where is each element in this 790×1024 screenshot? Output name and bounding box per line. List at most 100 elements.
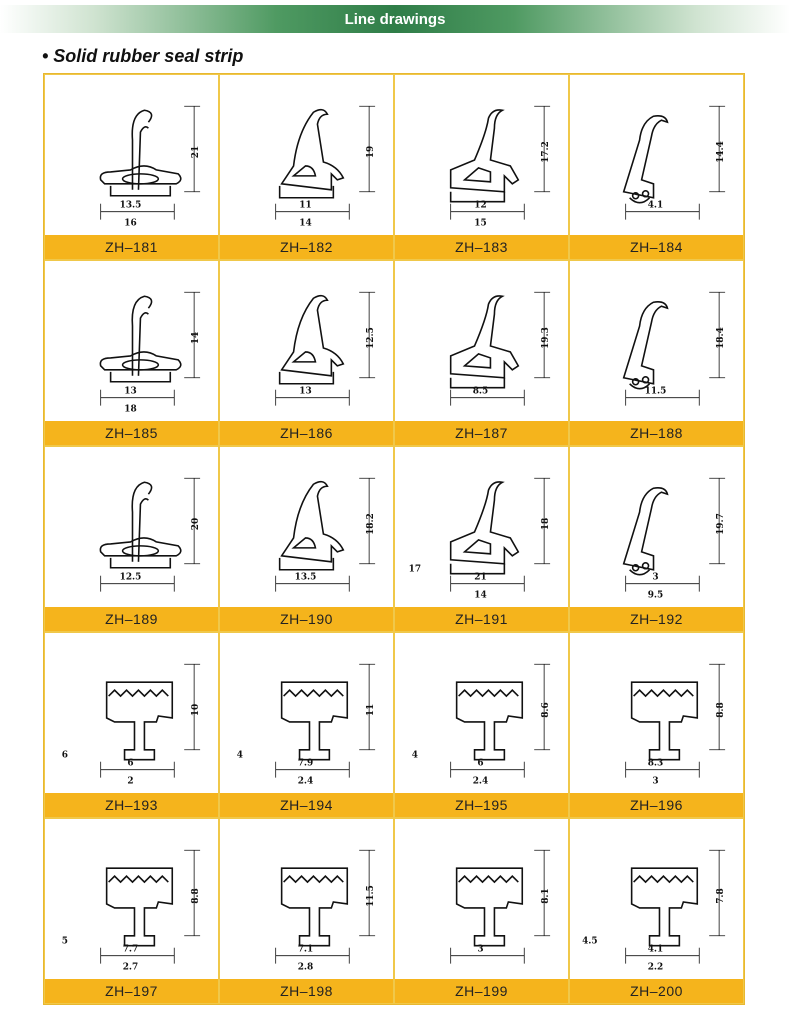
dimension-label: 16 — [124, 219, 136, 229]
dimension-label: 7.7 — [123, 945, 139, 955]
dimension-label: 18 — [124, 405, 136, 415]
dimension-label: 3 — [477, 945, 483, 955]
dimension-label: 7.8 — [716, 888, 726, 904]
product-code-label: ZH–183 — [395, 235, 568, 259]
profile-line-drawing: 8.87.72.75 — [62, 849, 201, 973]
dimension-label: 11 — [366, 704, 376, 716]
dimension-label: 2 — [127, 777, 133, 787]
product-code-label: ZH–189 — [45, 607, 218, 631]
dimension-label: 18.2 — [366, 513, 376, 535]
dimension-label: 18 — [541, 518, 551, 530]
dimension-label: 14 — [474, 591, 486, 601]
profile-line-drawing: 12.513 — [275, 291, 376, 406]
dimension-label: 12 — [474, 201, 486, 211]
product-code-label: ZH–192 — [570, 607, 743, 631]
dimension-label: 19 — [366, 146, 376, 158]
dimension-label: 2.4 — [473, 777, 489, 787]
product-code-label: ZH–190 — [220, 607, 393, 631]
dimension-label: 8.1 — [541, 888, 551, 904]
product-code-label: ZH–200 — [570, 979, 743, 1003]
product-code-label: ZH–187 — [395, 421, 568, 445]
profile-line-drawing: 14 13 18 — [99, 291, 201, 415]
dimension-label: 19.7 — [716, 513, 726, 535]
dimension-label: 8.8 — [191, 888, 201, 904]
dimension-label: 13 — [299, 387, 311, 397]
dimension-label: 4.5 — [582, 937, 598, 947]
profile-line-drawing: 8.662.44 — [412, 663, 551, 787]
dimension-label: 6 — [477, 759, 483, 769]
dimension-label: 4 — [412, 751, 418, 761]
dimension-label: 7.9 — [298, 759, 314, 769]
dimension-label: 7.1 — [298, 945, 314, 955]
product-code-label: ZH–184 — [570, 235, 743, 259]
product-code-label: ZH–182 — [220, 235, 393, 259]
profile-line-drawing: 8.8 8.3 3 — [625, 663, 726, 787]
profile-line-drawing: 19.739.5 — [622, 477, 726, 601]
dimension-label: 8.8 — [716, 702, 726, 718]
dimension-label: 4.1 — [648, 945, 664, 955]
dimension-label: 8.3 — [648, 759, 664, 769]
dimension-label: 5 — [62, 937, 68, 947]
dimension-label: 14.4 — [716, 141, 726, 163]
dimension-label: 19.3 — [541, 327, 551, 349]
profile-drawing: 18.2 13.5 — [220, 447, 393, 607]
dimension-label: 14 — [299, 219, 311, 229]
profile-drawing: 14 13 18 — [45, 261, 218, 421]
product-code-label: ZH–185 — [45, 421, 218, 445]
dimension-label: 13.5 — [120, 201, 142, 211]
profile-line-drawing: 19.38.5 — [449, 291, 551, 406]
profile-drawing: 8.8 8.3 3 — [570, 633, 743, 793]
dimension-label: 14 — [191, 332, 201, 344]
product-code-label: ZH–196 — [570, 793, 743, 817]
dimension-label: 3 — [652, 777, 658, 787]
profile-line-drawing: 117.92.44 — [237, 663, 376, 787]
product-code-label: ZH–193 — [45, 793, 218, 817]
product-code-label: ZH–197 — [45, 979, 218, 1003]
product-code-label: ZH–198 — [220, 979, 393, 1003]
dimension-label: 6 — [127, 759, 133, 769]
dimension-label: 3 — [652, 573, 658, 583]
dimension-label: 13 — [124, 387, 136, 397]
dimension-label: 13.5 — [295, 573, 317, 583]
dimension-label: 18.4 — [716, 327, 726, 349]
section-banner: Line drawings — [0, 5, 790, 33]
profile-line-drawing: 7.84.12.24.5 — [582, 849, 726, 973]
dimension-label: 17 — [409, 565, 421, 575]
product-code-label: ZH–199 — [395, 979, 568, 1003]
dimension-label: 10 — [191, 704, 201, 716]
dimension-label: 2.8 — [298, 963, 314, 973]
product-code-label: ZH–188 — [570, 421, 743, 445]
banner-title: Line drawings — [344, 10, 446, 28]
dimension-label: 2.4 — [298, 777, 314, 787]
dimension-label: 17.2 — [541, 141, 551, 163]
product-code-label: ZH–191 — [395, 607, 568, 631]
